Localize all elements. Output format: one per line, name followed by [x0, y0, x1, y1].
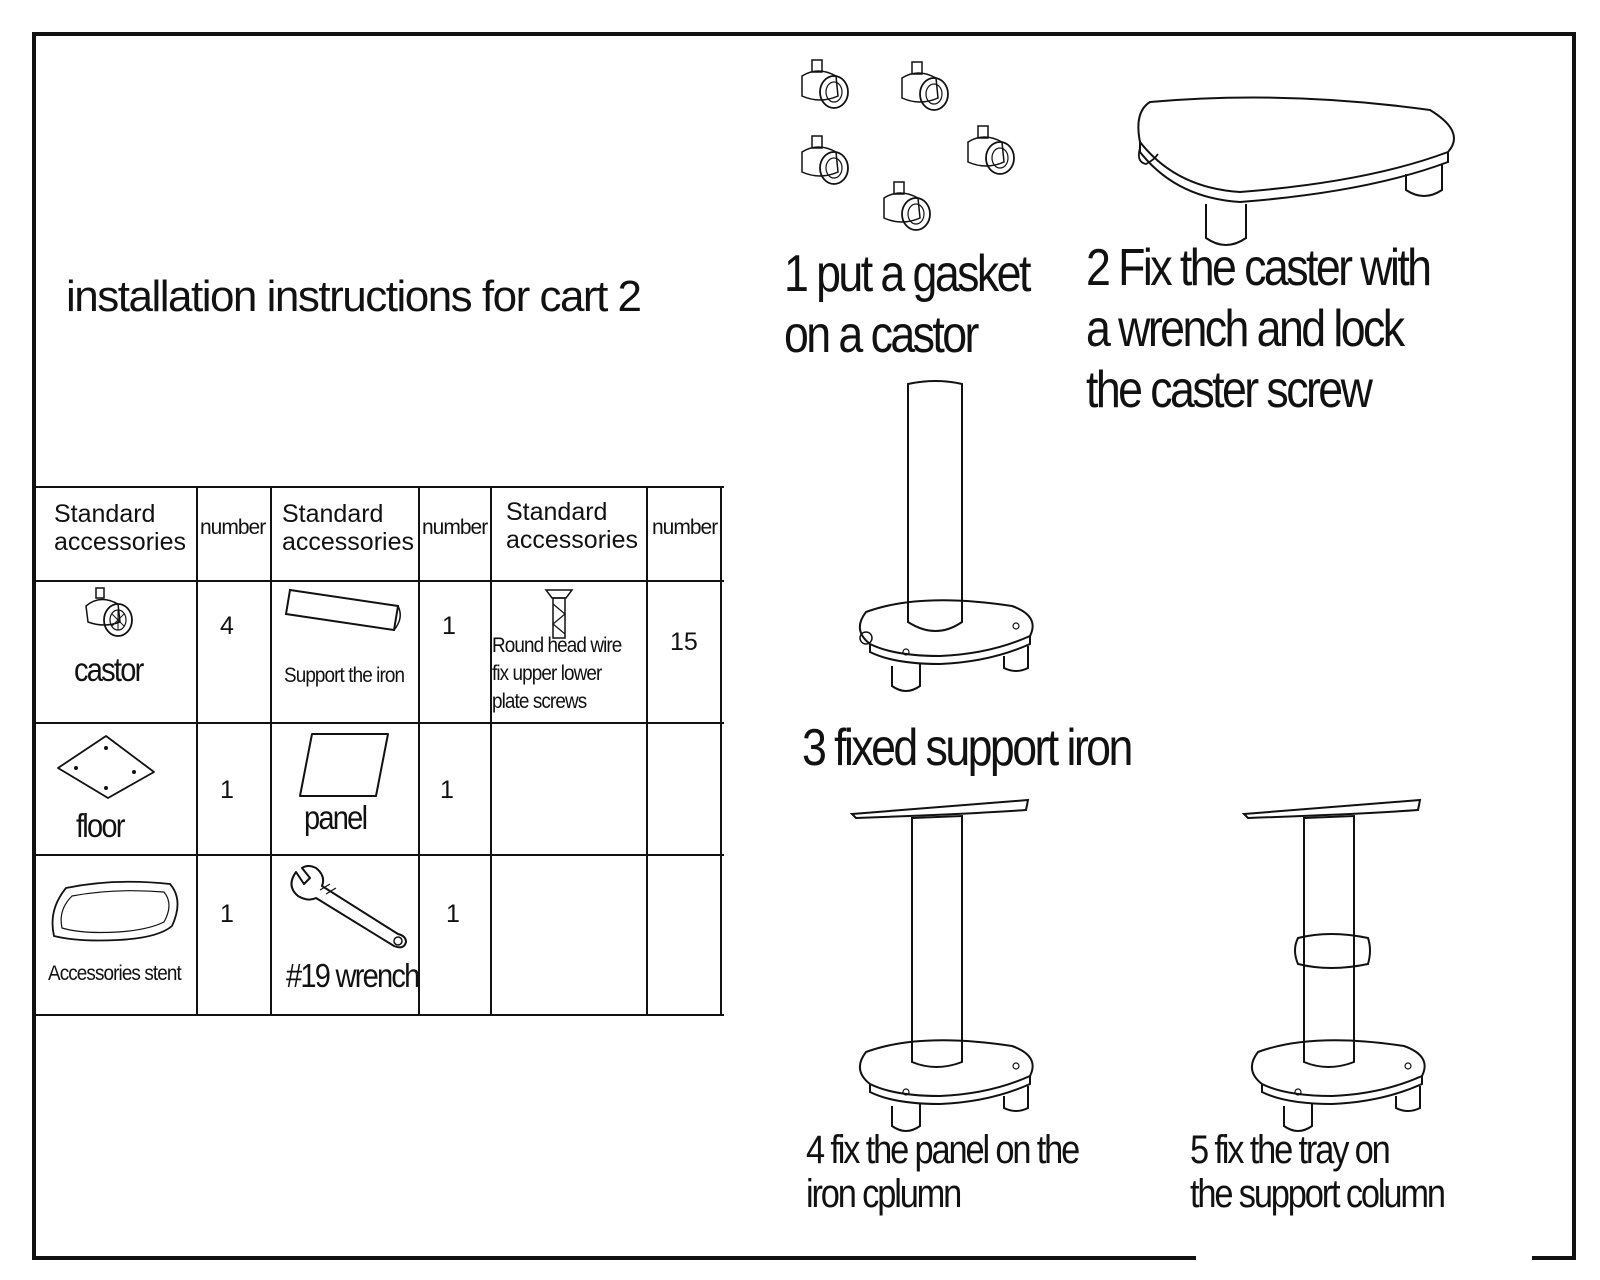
part-qty: 1 — [442, 612, 456, 640]
part-label: #19 wrench — [286, 957, 420, 994]
part-qty: 1 — [220, 900, 234, 928]
table-rule — [270, 486, 272, 1016]
screw-icon — [544, 589, 574, 639]
step-3-caption: 3 fixed support iron — [802, 719, 1133, 777]
step-1-caption: 1 put a gasket on a castor — [784, 245, 1031, 364]
table-rule — [34, 580, 724, 582]
wrench-icon — [290, 865, 407, 949]
part-label: castor — [74, 651, 144, 688]
part-label: Round head wire fix upper lower plate sc… — [492, 634, 622, 713]
header-number: number — [652, 516, 718, 539]
table-rule — [34, 722, 724, 724]
part-qty: 1 — [220, 776, 234, 804]
part-qty: 1 — [440, 776, 454, 804]
casters-illustration — [801, 59, 1015, 231]
support-iron-icon — [284, 588, 401, 632]
header-accessories: Standard accessories — [506, 498, 638, 554]
table-rule — [196, 486, 198, 1016]
support-column-illustration — [859, 380, 1034, 692]
column-with-panel-illustration — [849, 798, 1034, 1132]
part-label: Support the iron — [284, 664, 405, 687]
part-label: floor — [76, 807, 125, 844]
column-with-tray-illustration — [1241, 798, 1426, 1132]
part-qty: 15 — [670, 628, 698, 656]
step-4-caption: 4 fix the panel on the iron cplumn — [806, 1128, 1080, 1216]
document-title: installation instructions for cart 2 — [66, 272, 642, 321]
header-accessories: Standard accessories — [282, 500, 414, 556]
table-rule — [490, 486, 492, 1016]
panel-icon — [299, 733, 389, 797]
header-number: number — [422, 516, 488, 539]
tray-icon — [51, 880, 179, 942]
frame-gap — [1196, 1254, 1532, 1264]
part-qty: 4 — [220, 612, 234, 640]
table-rule — [34, 1014, 724, 1016]
cart-base-illustration — [1137, 96, 1455, 246]
part-label: panel — [304, 799, 368, 836]
table-rule — [646, 486, 648, 1016]
step-5-caption: 5 fix the tray on the support column — [1190, 1128, 1446, 1216]
accessories-table: Standard accessories number Standard acc… — [34, 486, 744, 1032]
step-2-caption: 2 Fix the caster with a wrench and lock … — [1086, 239, 1432, 419]
floor-plate-icon — [57, 735, 155, 799]
table-rule — [720, 486, 722, 1016]
table-rule — [34, 486, 724, 488]
part-label: Accessories stent — [48, 962, 182, 985]
part-qty: 1 — [446, 900, 460, 928]
page-frame — [32, 32, 1576, 1260]
table-rule — [34, 854, 724, 856]
header-accessories: Standard accessories — [54, 500, 186, 556]
header-number: number — [200, 516, 266, 539]
table-rule — [418, 486, 420, 1016]
castor-icon — [85, 587, 133, 637]
